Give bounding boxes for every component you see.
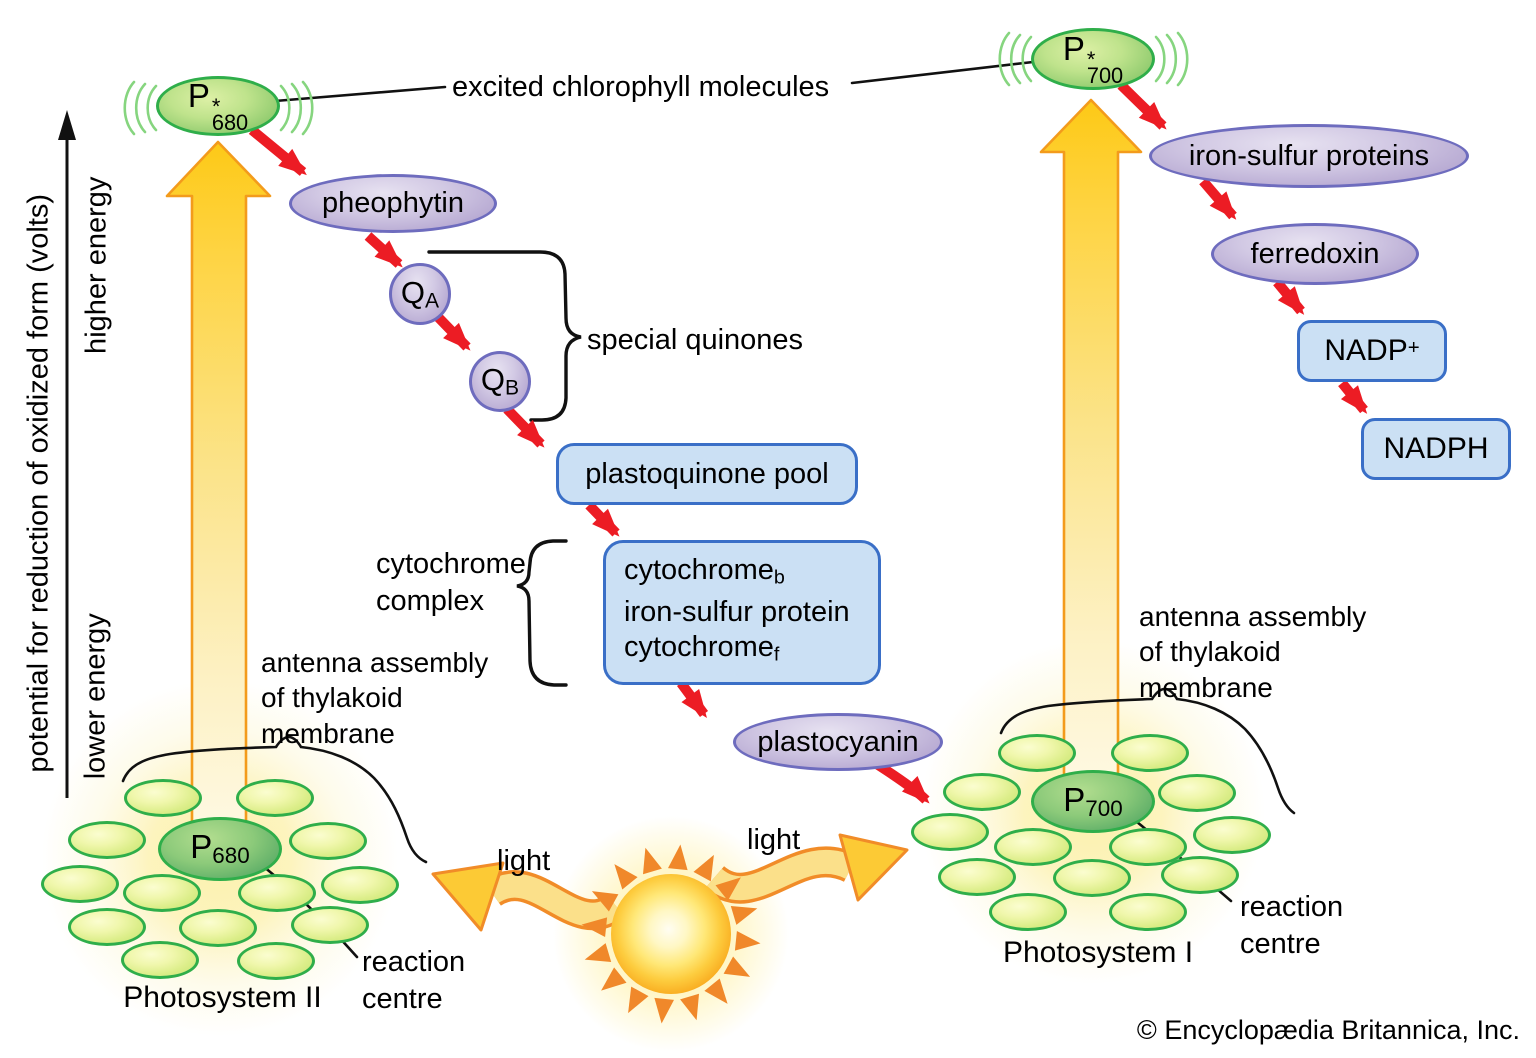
axis-arrowhead — [58, 110, 76, 140]
axis-higher-energy-label: higher energy — [80, 176, 113, 354]
ferredoxin-node: ferredoxin — [1211, 223, 1419, 285]
sun-ray — [704, 978, 728, 1004]
nadph-node: NADPH — [1361, 418, 1511, 480]
antenna-pigment-ellipse — [943, 773, 1021, 811]
excitation-arcs — [123, 31, 1189, 136]
antenna-pigment-ellipse — [68, 908, 146, 946]
photosystem-i-label: Photosystem I — [1002, 936, 1194, 969]
light-arrow-left — [431, 861, 626, 932]
sun-ray — [693, 854, 714, 882]
antenna-pigment-ellipse — [321, 866, 399, 904]
nadp-node: NADP+ — [1297, 320, 1447, 382]
antenna-pigment-ellipse — [938, 858, 1016, 896]
antenna-assembly-label-left: antenna assembly of thylakoid membrane — [261, 647, 489, 749]
reaction-centre-label-left: reaction centre — [362, 946, 466, 1015]
axis-lower-energy-label: lower energy — [79, 613, 112, 780]
antenna-pigment-ellipse — [179, 909, 257, 947]
qa-node: QA — [389, 263, 451, 325]
antenna-pigment-ellipse — [124, 779, 202, 817]
light-label-right: light — [747, 824, 801, 856]
sun-icon — [611, 874, 731, 994]
sun-ray — [601, 967, 627, 991]
antenna-pigment-ellipse — [68, 821, 146, 859]
cytochrome-complex-brace — [516, 539, 568, 687]
antenna-pigment-ellipse — [1161, 856, 1239, 894]
photosystem-ii-label: Photosystem II — [123, 981, 322, 1014]
sun-ray — [643, 847, 662, 875]
special-quinones-label: special quinones — [587, 324, 804, 356]
excited-pointer-left — [273, 85, 447, 103]
sun-ray — [614, 864, 638, 890]
plastoquinone-pool-node: plastoquinone pool — [556, 443, 858, 505]
sun-ray — [680, 993, 699, 1021]
antenna-bracket-right — [999, 687, 1296, 815]
antenna-pigment-ellipse — [998, 734, 1076, 772]
p680-excited-node: P*680 — [156, 76, 280, 136]
antenna-pigment-ellipse — [994, 828, 1072, 866]
plastocyanin-node: plastocyanin — [733, 713, 943, 771]
sun-ray — [723, 956, 751, 977]
antenna-pigment-ellipse — [236, 779, 314, 817]
p700-reaction-centre-node: P700 — [1031, 770, 1155, 833]
antenna-pigment-ellipse — [238, 874, 316, 912]
reaction-centre-label-right: reaction centre — [1240, 891, 1344, 960]
sun-rays — [581, 844, 761, 1024]
antenna-assembly-label-right: antenna assembly of thylakoid membrane — [1139, 601, 1367, 703]
cytochrome-complex-node: cytochromeb iron-sulfur protein cytochro… — [603, 540, 881, 685]
p700-excited-node: P*700 — [1031, 28, 1155, 90]
antenna-pigment-ellipse — [121, 941, 199, 979]
sun-ray — [628, 986, 649, 1014]
antenna-pigment-ellipse — [1109, 893, 1187, 931]
copyright-notice: © Encyclopædia Britannica, Inc. — [1136, 1015, 1520, 1045]
iron-sulfur-proteins-node: iron-sulfur proteins — [1149, 124, 1469, 188]
axis-label: potential for reduction of oxidized form… — [22, 193, 55, 773]
sun-ray — [668, 844, 688, 871]
antenna-pigment-ellipse — [1193, 816, 1271, 854]
cytochrome-complex-label: cytochrome complex — [376, 548, 526, 617]
sun-ray — [730, 906, 758, 925]
antenna-pigment-ellipse — [911, 813, 989, 851]
antenna-pigment-ellipse — [1109, 828, 1187, 866]
antenna-pigment-ellipse — [1158, 774, 1236, 812]
sun-ray — [734, 931, 761, 951]
sun-ray — [581, 917, 608, 937]
sun-ray — [654, 997, 674, 1024]
antenna-pigment-ellipse — [1053, 859, 1131, 897]
antenna-pigment-ellipse — [41, 865, 119, 903]
antenna-pigment-ellipse — [237, 942, 315, 980]
sun-ray — [584, 943, 612, 962]
p680-reaction-centre-node: P680 — [158, 817, 282, 881]
excited-pointer-right — [850, 60, 1035, 85]
sun-ray — [715, 877, 741, 901]
qb-node: QB — [469, 351, 531, 412]
antenna-bracket-left — [121, 735, 428, 864]
pheophytin-node: pheophytin — [289, 174, 497, 233]
special-quinones-brace — [427, 250, 582, 422]
antenna-pigment-ellipse — [123, 874, 201, 912]
light-label-left: light — [497, 845, 551, 877]
antenna-pigment-ellipse — [1111, 734, 1189, 772]
antenna-pigment-ellipse — [289, 822, 367, 860]
antenna-pigment-ellipse — [291, 906, 369, 944]
excited-chlorophyll-label: excited chlorophyll molecules — [452, 71, 830, 103]
antenna-pigment-ellipse — [989, 893, 1067, 931]
sun-ray — [591, 891, 619, 912]
